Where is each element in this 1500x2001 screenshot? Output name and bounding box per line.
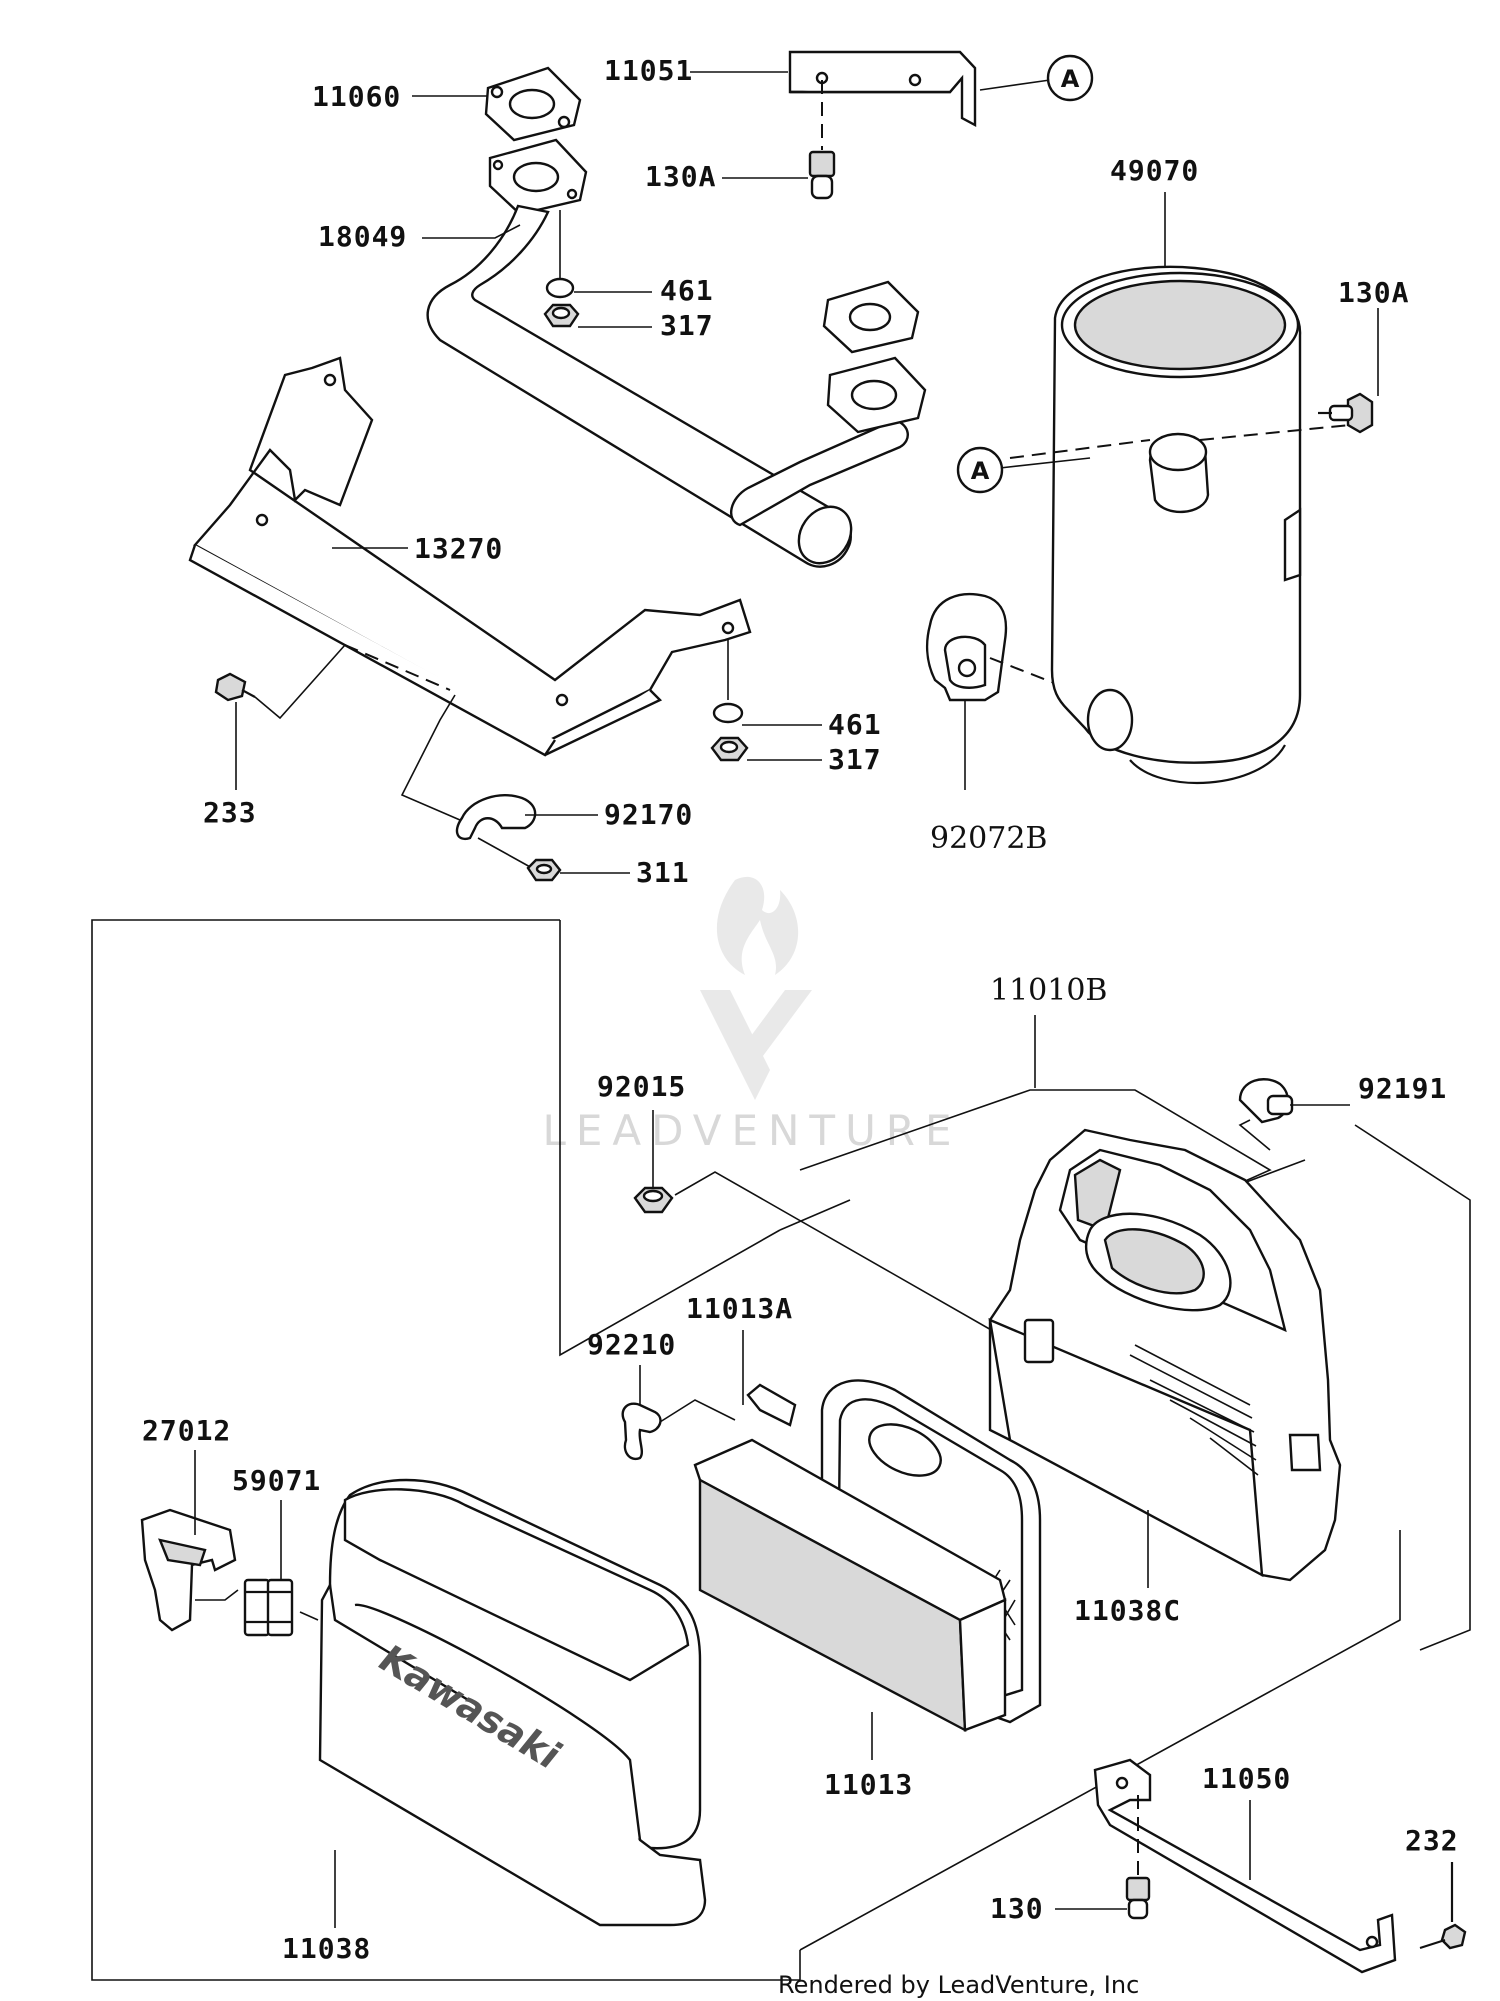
label-13270: 13270 (414, 532, 503, 565)
assembly-frame (91, 919, 1471, 1981)
bracket-11051 (788, 50, 977, 128)
bolt-232 (1419, 1862, 1467, 1950)
label-11060: 11060 (312, 80, 401, 113)
label-92072b: 92072B (930, 821, 1047, 856)
bolt-233 (214, 644, 451, 720)
gasket-11060 (484, 66, 582, 142)
label-130: 130 (990, 1892, 1044, 1925)
label-27012: 27012 (142, 1414, 231, 1447)
heat-shield-13270 (188, 356, 752, 757)
label-317-bottom: 317 (828, 743, 882, 776)
housing-vents (1129, 1344, 1259, 1476)
label-11010b: 11010B (990, 973, 1107, 1008)
label-11050: 11050 (1202, 1762, 1291, 1795)
label-311: 311 (636, 856, 690, 889)
bolt-130a-top (808, 80, 836, 200)
label-11038: 11038 (282, 1932, 371, 1965)
part-labels: 11060 11051 130A 49070 130A 18049 461 31… (142, 54, 1459, 1965)
cover-11038: Kawasaki (318, 1478, 707, 1927)
label-11013: 11013 (824, 1768, 913, 1801)
clamp-92210 (621, 1399, 736, 1461)
label-130a-right: 130A (1338, 276, 1409, 309)
washer-461-bottom (712, 640, 744, 724)
label-11038c: 11038C (1074, 1594, 1181, 1627)
label-233: 233 (203, 796, 257, 829)
screw-92191 (1238, 1078, 1350, 1151)
bracket-11050 (1093, 1758, 1397, 1974)
gasket-lower (822, 280, 920, 354)
label-59071: 59071 (232, 1464, 321, 1497)
svg-text:A: A (971, 457, 990, 485)
clamp-92170 (400, 694, 537, 869)
label-317-top: 317 (660, 309, 714, 342)
label-11051: 11051 (604, 54, 693, 87)
label-18049: 18049 (318, 220, 407, 253)
nut-317-top (543, 303, 580, 328)
muffler-49070 (1009, 265, 1351, 784)
nut-311 (526, 858, 562, 882)
exhaust-pipe-18049 (426, 138, 927, 568)
label-92170: 92170 (604, 798, 693, 831)
housing-11038c (988, 1128, 1342, 1582)
watermark-logo (700, 876, 812, 1100)
label-130a-top: 130A (645, 160, 716, 193)
label-232: 232 (1405, 1824, 1459, 1857)
callout-a-left: A (956, 446, 1091, 494)
clamp-92072b (925, 592, 1086, 702)
label-461-bottom: 461 (828, 708, 882, 741)
footer-credit: Rendered by LeadVenture, Inc (778, 1971, 1139, 1999)
label-49070: 49070 (1110, 154, 1199, 187)
callout-a-top: A (979, 54, 1094, 102)
nut-317-bottom (710, 736, 749, 762)
nut-92015 (633, 1171, 1001, 1336)
label-92191: 92191 (1358, 1072, 1447, 1105)
washer-461-top (545, 210, 575, 299)
svg-text:A: A (1061, 65, 1080, 93)
label-461-top: 461 (660, 274, 714, 307)
label-92210: 92210 (587, 1328, 676, 1361)
bolt-130-bottom (1125, 1795, 1151, 1920)
watermark-text: LEADVENTURE (542, 1106, 961, 1155)
bolt-130a-right (1318, 392, 1374, 434)
label-92015: 92015 (597, 1070, 686, 1103)
clip-59071 (243, 1578, 319, 1637)
clip-27012 (140, 1508, 239, 1632)
leader-lines (194, 71, 1379, 1928)
filter-element-11013 (693, 1438, 1007, 1733)
label-11013a: 11013A (686, 1292, 793, 1325)
